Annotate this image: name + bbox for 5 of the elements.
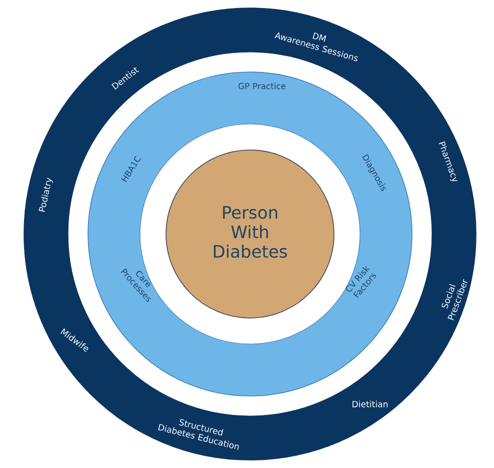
ring-label: Dietitian	[352, 400, 388, 408]
ring-label: Podiatry	[38, 178, 53, 212]
center-circle	[166, 150, 334, 318]
center-label: Person With Diabetes	[214, 206, 287, 258]
ring-label: GP Practice	[238, 82, 286, 90]
